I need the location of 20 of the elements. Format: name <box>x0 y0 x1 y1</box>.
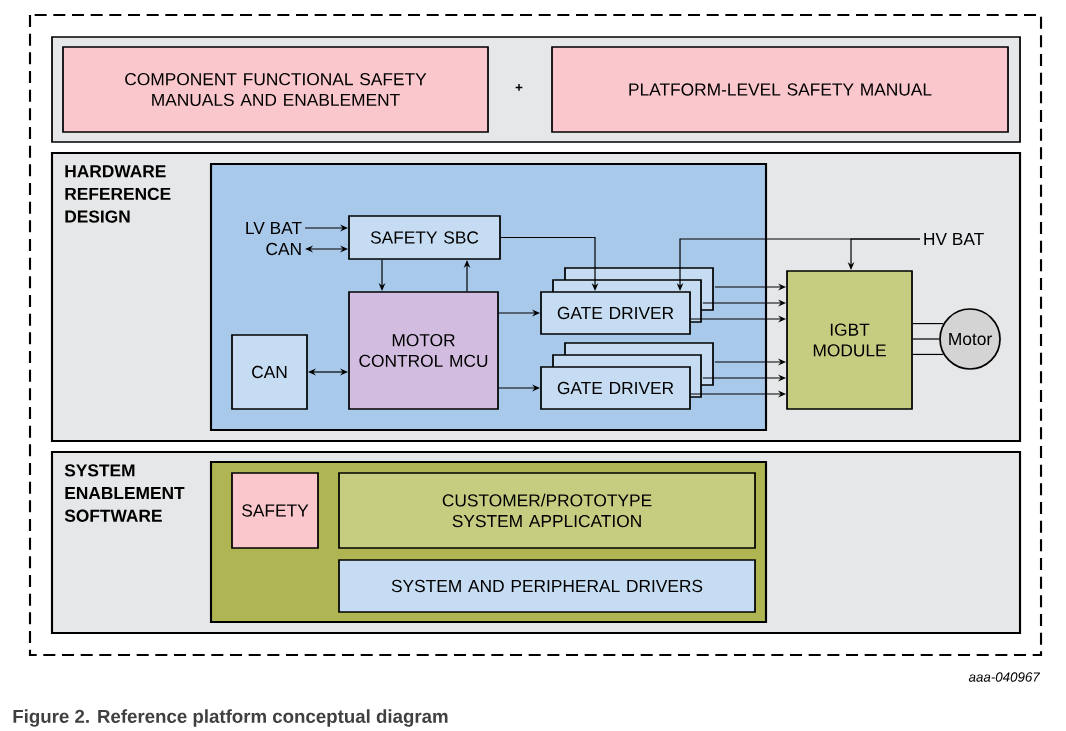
plus-sign: + <box>515 84 523 91</box>
signal-label: CAN <box>266 242 301 256</box>
sbc-box: SAFETY SBC <box>348 215 501 260</box>
manual-box: PLATFORM-LEVEL SAFETY MANUAL <box>551 46 1009 133</box>
connector-line <box>912 322 944 325</box>
connector-line <box>912 353 944 356</box>
mcu-box: MOTOR CONTROL MCU <box>348 291 499 410</box>
manual-box: COMPONENT FUNCTIONAL SAFETY MANUALS AND ENABLEMENT <box>62 46 489 133</box>
driver-box: SYSTEM AND PERIPHERAL DRIVERS <box>338 559 756 613</box>
gate-driver-stack: GATE DRIVER <box>540 267 714 335</box>
safety-box: SAFETY <box>231 472 319 549</box>
gate-driver-stack: GATE DRIVER <box>540 342 714 410</box>
igbt-module-box: IGBT MODULE <box>786 270 913 410</box>
figure-id: aaa-040967 <box>968 672 1041 682</box>
caption: Figure 2. Reference platform conceptual diagram <box>13 709 448 727</box>
connector-line <box>912 338 940 340</box>
application-box: CUSTOMER/PROTOTYPE SYSTEM APPLICATION <box>338 472 756 549</box>
can-box: CAN <box>231 334 308 410</box>
signal-label: HV BAT <box>924 233 984 245</box>
signal-label: LV BAT <box>246 222 302 234</box>
